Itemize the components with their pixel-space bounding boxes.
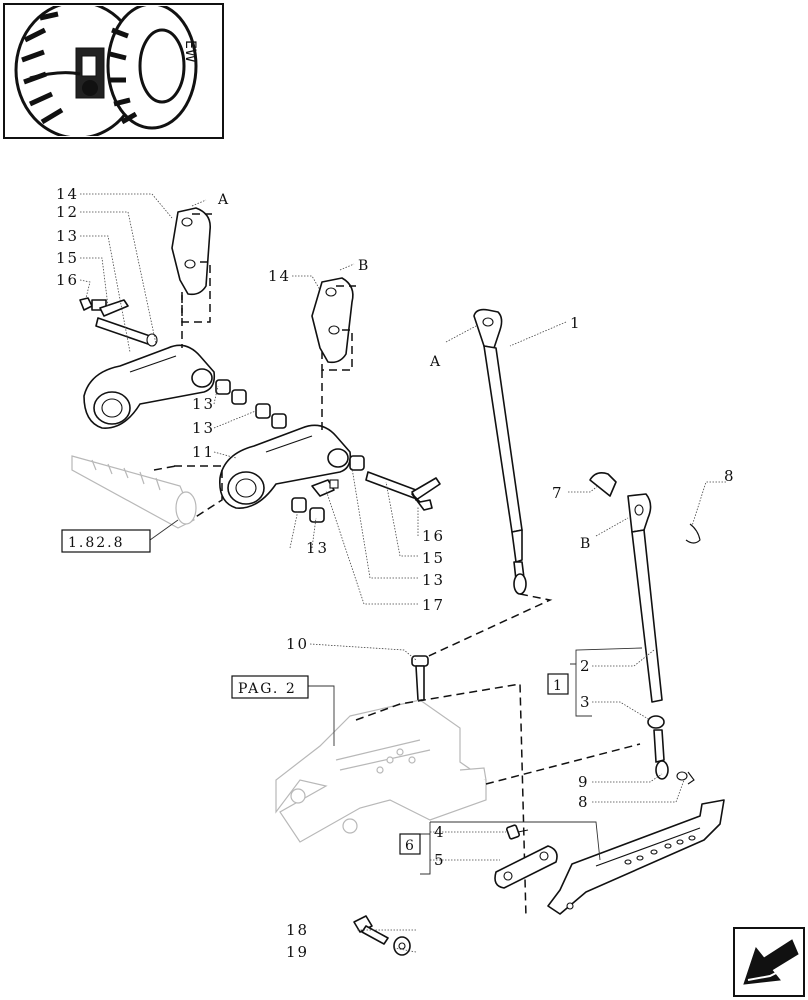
callout-8-b: 8 [578, 793, 590, 811]
ref-letter-b-rod: B [580, 536, 592, 552]
callout-5: 5 [434, 851, 446, 869]
ref-box-1-82-8[interactable]: 1.82.8 [61, 529, 151, 553]
ref-box-1-label: 1 [553, 678, 564, 694]
lift-arm-upper [83, 344, 216, 429]
callout-11: 11 [192, 443, 215, 461]
top-link-rod [473, 308, 527, 595]
pin-10 [411, 655, 429, 701]
callout-7: 7 [552, 484, 564, 502]
callout-13-a: 13 [56, 227, 79, 245]
ref-box-6[interactable]: 6 [399, 833, 421, 855]
callout-14-b: 14 [268, 267, 291, 285]
callout-19: 19 [286, 943, 309, 961]
arrow-back-icon[interactable] [733, 927, 805, 997]
screw-4 [506, 824, 529, 840]
callout-4: 4 [434, 823, 446, 841]
lift-bracket-a [171, 207, 212, 323]
reference-letters: A B A B [217, 192, 592, 552]
tractor-thumbnail-icon[interactable]: EW [3, 2, 224, 139]
ref-letter-a-rod: A [429, 354, 442, 370]
lift-pin-upper [79, 297, 158, 347]
bushes-lower [291, 455, 365, 523]
callout-15-a: 15 [56, 249, 79, 267]
callout-9: 9 [578, 773, 590, 791]
callout-13-e: 13 [422, 571, 445, 589]
bushes-upper [215, 379, 287, 429]
ref-box-pag-2-label: PAG. 2 [238, 681, 297, 697]
ref-box-pag-2[interactable]: PAG. 2 [231, 675, 309, 699]
lift-bracket-b [311, 277, 356, 371]
drawbar-ghost [275, 699, 487, 843]
callout-17: 17 [422, 596, 445, 614]
lift-pin-lower [365, 471, 441, 511]
callout-12: 12 [56, 203, 79, 221]
callout-15-b: 15 [422, 549, 445, 567]
leader-lines [79, 193, 726, 953]
ref-box-1-82-8-label: 1.82.8 [68, 535, 125, 551]
callout-14-a: 14 [56, 185, 79, 203]
splined-shaft-ghost [71, 455, 197, 529]
callout-8-a: 8 [724, 467, 736, 485]
callout-2: 2 [580, 657, 592, 675]
washer-19 [393, 936, 411, 956]
callout-18: 18 [286, 921, 309, 939]
stabiliser-bar [547, 799, 725, 915]
callout-3: 3 [580, 693, 592, 711]
bolt-18 [353, 915, 389, 945]
link-plate [494, 845, 558, 889]
svg-text:EW: EW [182, 40, 198, 63]
callout-numbers: 14 12 13 15 16 14 13 13 11 13 16 15 13 1… [56, 185, 736, 961]
callout-13-b: 13 [192, 395, 215, 413]
ref-box-6-label: 6 [405, 838, 416, 854]
callout-1: 1 [570, 314, 582, 332]
callout-16-b: 16 [422, 527, 445, 545]
callout-13-c: 13 [192, 419, 215, 437]
ref-box-1[interactable]: 1 [547, 673, 569, 695]
lift-rod-right [589, 472, 701, 785]
ref-letter-a-bracket: A [217, 192, 230, 208]
callout-16-a: 16 [56, 271, 79, 289]
ref-letter-b-bracket: B [358, 258, 370, 274]
callout-13-d: 13 [306, 539, 329, 557]
lift-arm-lower [219, 424, 352, 509]
callout-10: 10 [286, 635, 309, 653]
